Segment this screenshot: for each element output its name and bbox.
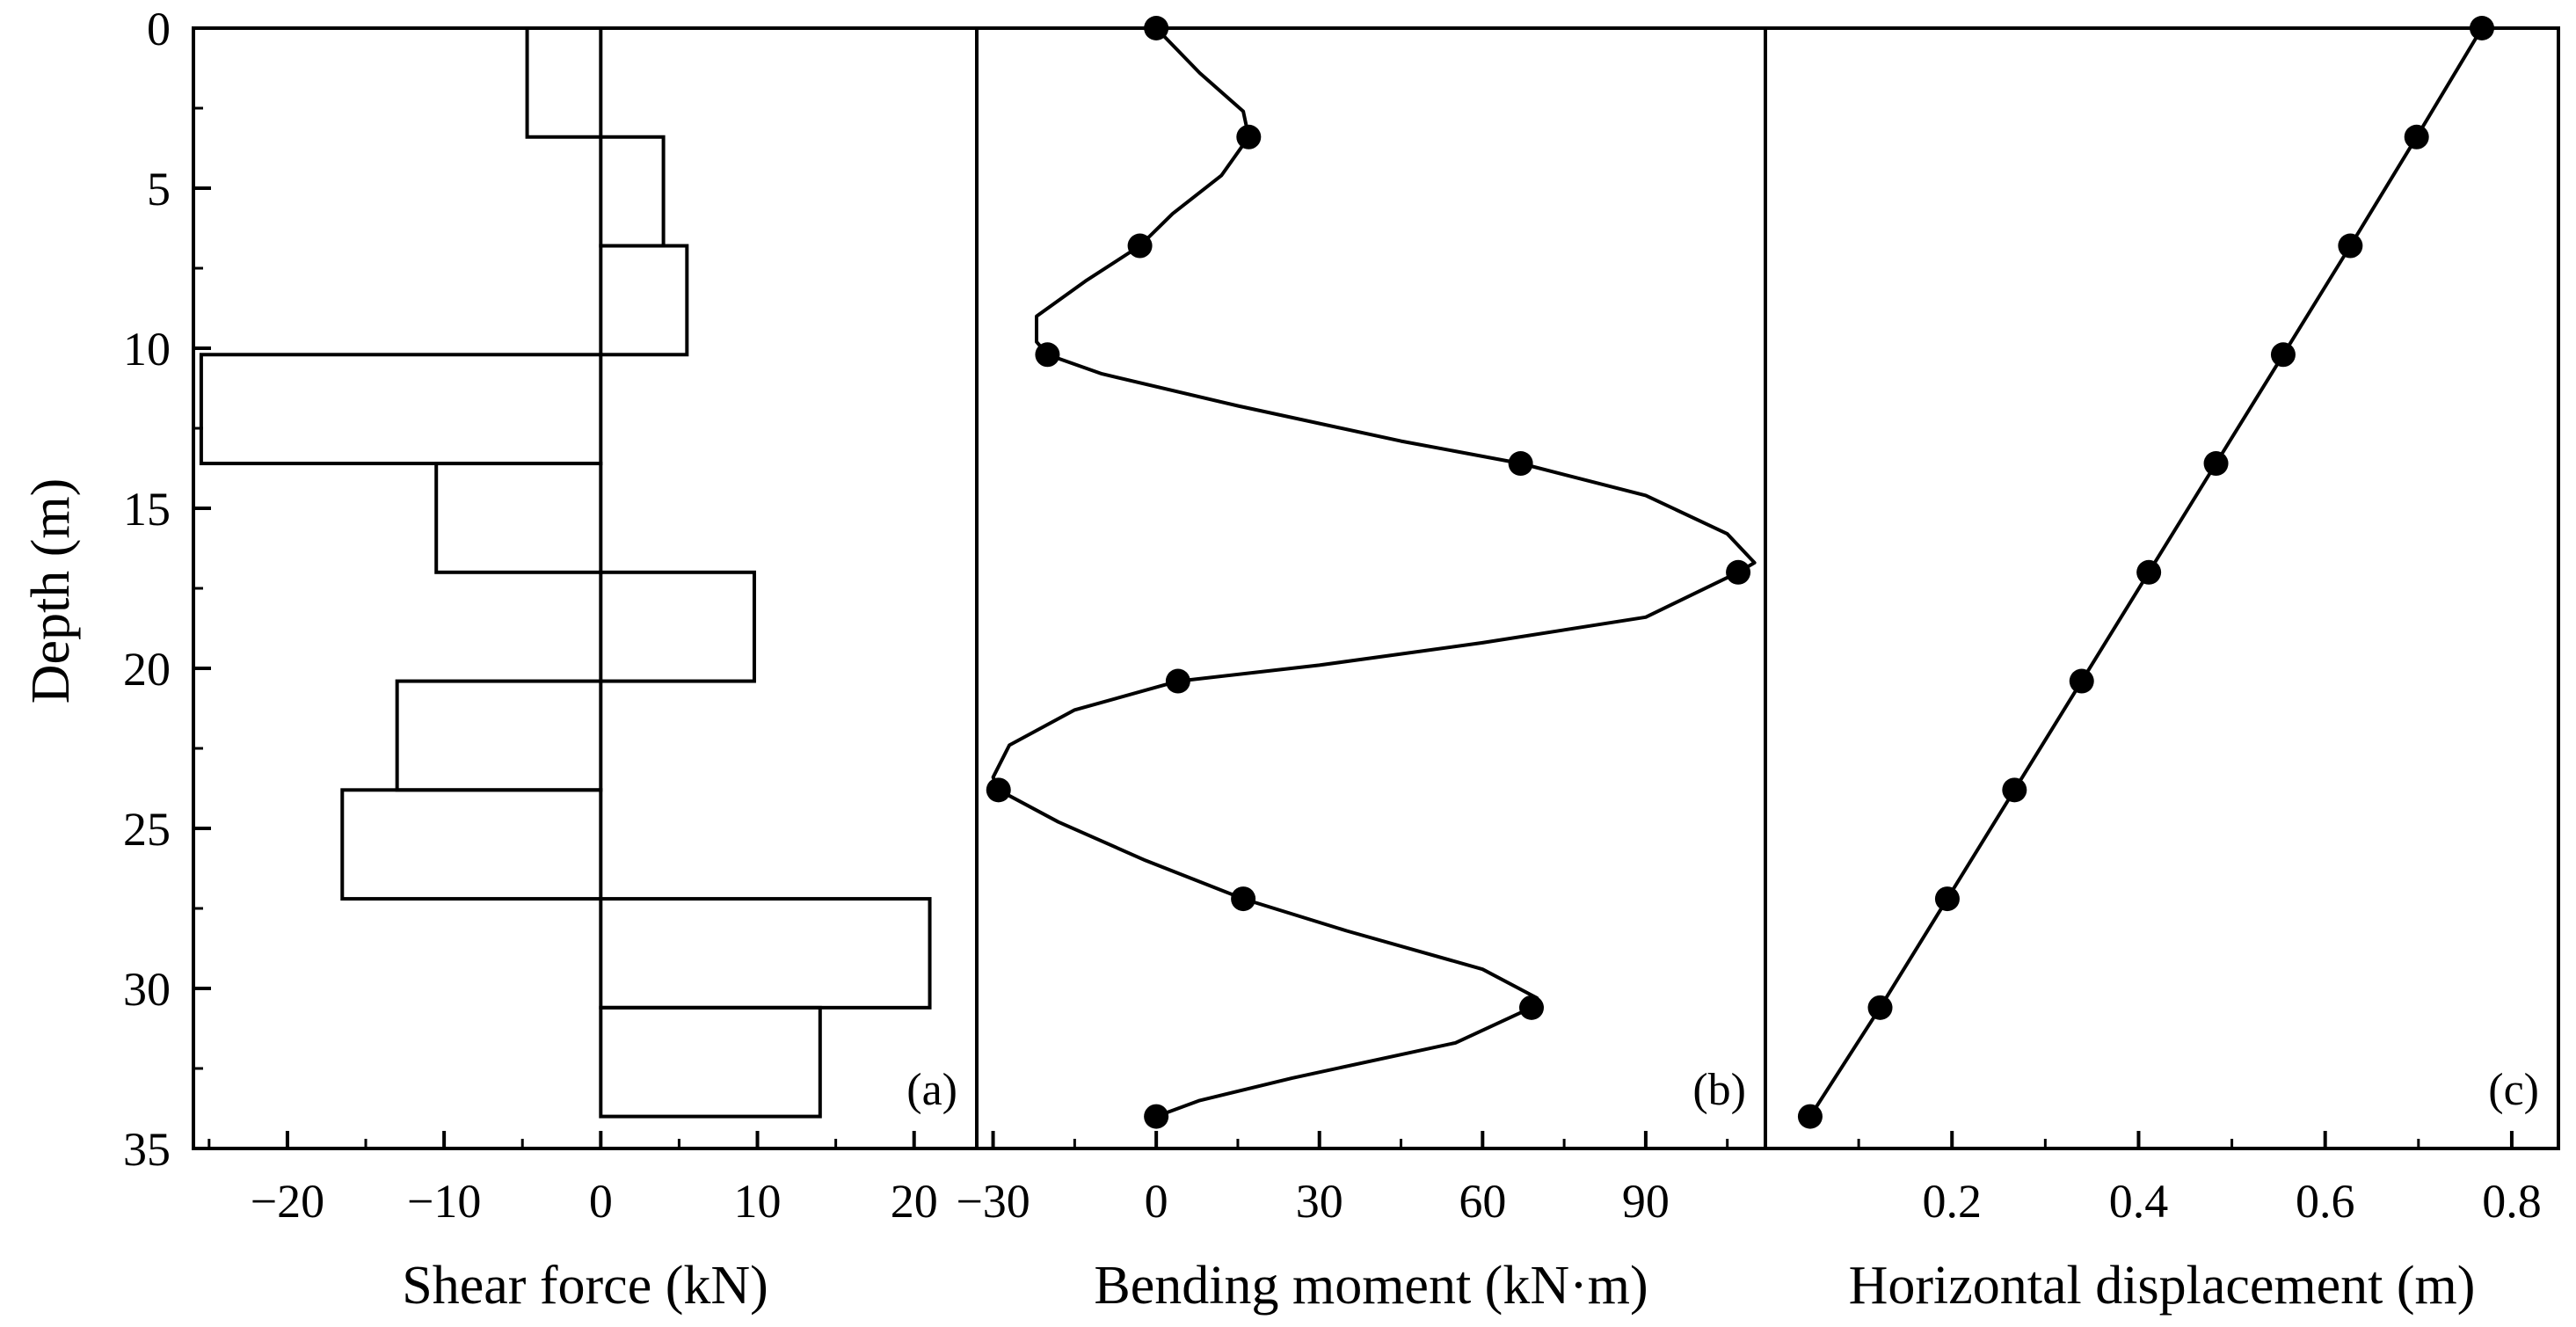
- displacement-point: [2136, 559, 2162, 585]
- moment-point: [1144, 1104, 1169, 1129]
- x-tick-label: 0.8: [2482, 1175, 2542, 1228]
- x-axis-title: Horizontal displacement (m): [1849, 1256, 2476, 1316]
- moment-point: [1236, 124, 1262, 149]
- moment-point: [1144, 16, 1169, 40]
- moment-point: [986, 777, 1011, 803]
- moment-point: [1127, 233, 1153, 259]
- moment-point: [1518, 995, 1544, 1020]
- x-tick-label: 10: [734, 1175, 782, 1228]
- shear-bar: [525, 26, 603, 139]
- x-tick-label: 90: [1622, 1175, 1670, 1228]
- shear-bar: [199, 353, 603, 466]
- x-tick-label: 20: [891, 1175, 938, 1228]
- x-axis-title: Shear force (kN): [402, 1256, 768, 1316]
- y-tick-label: 20: [123, 643, 171, 696]
- shear-bar: [599, 1005, 822, 1119]
- displacement-point: [2002, 777, 2027, 803]
- shear-bar: [599, 135, 666, 248]
- panel-frame: [1764, 26, 2560, 1150]
- moment-point: [1508, 451, 1533, 477]
- displacement-point: [2404, 124, 2429, 149]
- y-tick-label: 10: [123, 323, 171, 375]
- x-tick-label: 0.2: [1922, 1175, 1982, 1228]
- x-tick-label: 30: [1296, 1175, 1343, 1228]
- x-tick-label: −10: [407, 1175, 481, 1228]
- x-tick-label: −30: [956, 1175, 1030, 1228]
- x-tick-label: 0.4: [2109, 1175, 2169, 1228]
- displacement-point: [2203, 451, 2229, 477]
- displacement-point: [2338, 233, 2363, 259]
- y-tick-label: 25: [123, 803, 171, 856]
- shear-bar: [434, 462, 603, 574]
- x-tick-label: 0.6: [2296, 1175, 2355, 1228]
- y-tick-label: 15: [123, 483, 171, 536]
- shear-bar: [599, 244, 689, 357]
- y-tick-label: 0: [147, 3, 171, 55]
- panel-frame: [192, 26, 979, 1150]
- panel-frame: [975, 26, 1767, 1150]
- x-tick-label: 0: [589, 1175, 613, 1228]
- moment-point: [1165, 668, 1190, 694]
- y-tick-label: 30: [123, 963, 171, 1016]
- moment-point: [1035, 342, 1060, 368]
- shear-bar: [395, 679, 603, 792]
- panel-label: (c): [2488, 1065, 2539, 1115]
- y-axis-title: Depth (m): [21, 478, 81, 704]
- panel-label: (b): [1692, 1065, 1746, 1115]
- displacement-point: [2270, 342, 2296, 368]
- moment-curve: [991, 26, 1757, 1119]
- y-tick-label: 35: [123, 1123, 171, 1176]
- y-axis-title-group: Depth (m): [21, 478, 81, 704]
- displacement-point: [2069, 668, 2094, 694]
- x-tick-label: 60: [1459, 1175, 1506, 1228]
- displacement-point: [1934, 886, 1960, 912]
- moment-point: [1231, 886, 1256, 912]
- shear-bar: [599, 897, 932, 1010]
- shear-bar: [599, 570, 756, 683]
- panel-label: (a): [906, 1065, 957, 1115]
- displacement-point: [2469, 16, 2494, 40]
- displacement-point: [1797, 1104, 1823, 1129]
- moment-point: [1726, 559, 1751, 585]
- x-tick-label: 0: [1145, 1175, 1168, 1228]
- x-axis-title: Bending moment (kN·m): [1094, 1256, 1648, 1316]
- y-tick-label: 5: [147, 163, 171, 215]
- x-tick-label: −20: [251, 1175, 324, 1228]
- displacement-point: [1867, 995, 1893, 1020]
- shear-bar: [340, 788, 603, 901]
